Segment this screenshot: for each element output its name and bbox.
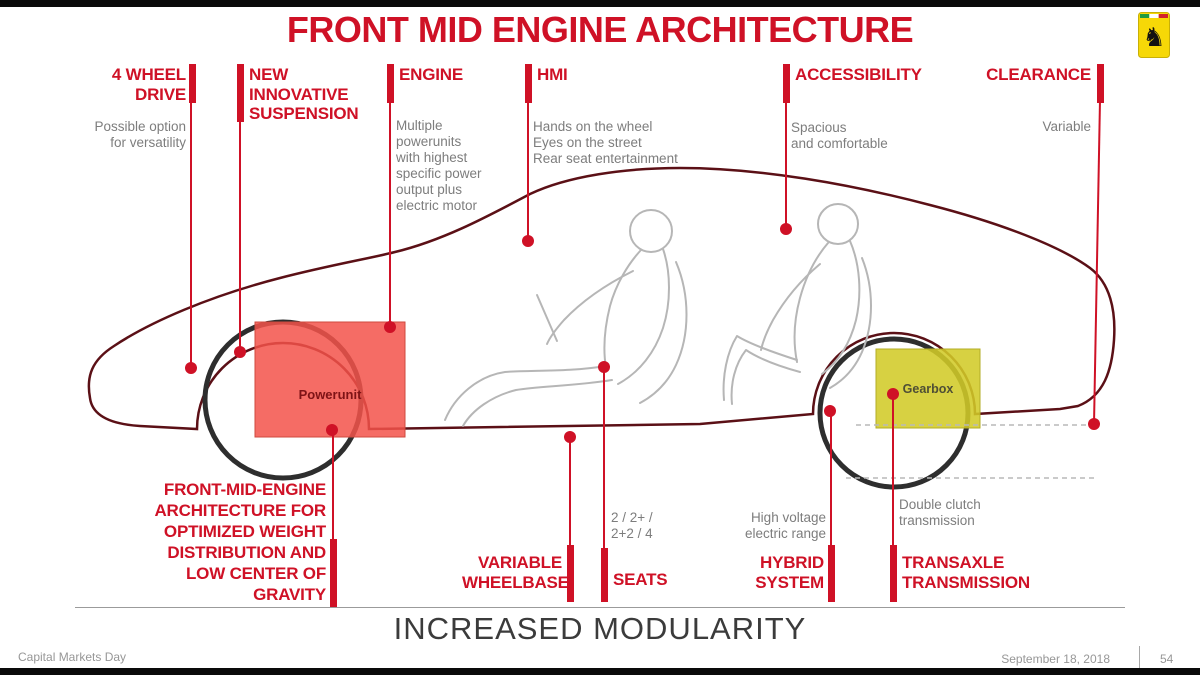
page-title: FRONT MID ENGINE ARCHITECTURE [286,9,914,50]
passenger-figure [722,203,872,405]
driver-leg [444,365,607,421]
driver-head [629,209,673,253]
marker-seats [598,361,610,373]
marker-clearance [1088,418,1100,430]
callout-seats-bar [601,548,608,602]
callout-clearance-desc: Variable [1042,119,1091,134]
callout-transaxle-bar [890,545,897,602]
top-black-bar [0,0,1200,7]
callout-seats-desc: 2 / 2+ / 2+2 / 4 [611,510,653,541]
passenger-head [817,203,859,245]
marker-front-mid [326,424,338,436]
footer-left: Capital Markets Day [18,650,127,664]
footer-date: September 18, 2018 [1001,652,1110,666]
powerunit-label: Powerunit [298,387,362,402]
logo-stripe-red [1158,14,1168,18]
ferrari-logo: ♞ [1138,12,1170,58]
line-clearance [1093,99,1101,425]
driver-leg-2 [462,379,613,427]
callout-transaxle-desc: Double clutch transmission [899,497,981,528]
passenger-leg [722,335,798,401]
passenger-torso-back [821,240,861,375]
prancing-horse-icon: ♞ [1142,22,1165,52]
callout-4wd-desc: Possible option for versatility [94,119,186,150]
callout-seats-label: SEATS [613,570,668,589]
callout-accessibility-bar [783,64,790,103]
passenger-leg-2 [730,349,801,405]
driver-figure [444,209,688,427]
callout-4wd-bar [189,64,196,103]
callout-4wd-label: 4 WHEEL DRIVE [111,65,186,104]
passenger-seat [829,257,872,389]
callout-hybrid-label: HYBRID SYSTEM [755,553,824,592]
callout-hybrid-bar [828,545,835,602]
bottom-black-bar [0,668,1200,675]
callout-engine-desc: Multiple powerunits with highest specifi… [396,118,482,213]
driver-torso-back [617,248,670,385]
callout-accessibility-label: ACCESSIBILITY [795,65,922,84]
callout-hmi-desc: Hands on the wheel Eyes on the street Re… [533,119,678,166]
marker-wheelbase [564,431,576,443]
callout-front-mid-bar [330,539,337,607]
logo-shield [1138,12,1170,58]
marker-suspension [234,346,246,358]
callout-transaxle-label: TRANSAXLE TRANSMISSION [902,553,1030,592]
powerunit-box [254,321,406,438]
callout-front-mid-label: FRONT-MID-ENGINE ARCHITECTURE FOR OPTIMI… [154,480,326,604]
driver-arm [546,270,634,345]
marker-dots [185,223,1100,443]
steering-wheel [536,294,558,342]
logo-stripe-white [1149,14,1159,18]
logo-stripe-green [1140,14,1150,18]
marker-transaxle [887,388,899,400]
marker-hybrid [824,405,836,417]
callout-wheelbase-bar [567,545,574,602]
banner-rule [75,607,1125,608]
callout-engine-label: ENGINE [399,65,463,84]
callout-wheelbase-label: VARIABLE WHEELBASE [462,553,569,592]
callout-engine-bar [387,64,394,103]
footer-page-number: 54 [1160,652,1174,666]
footer-divider [1139,646,1140,670]
callout-suspension-bar [237,64,244,122]
callout-hmi-bar [525,64,532,103]
banner-text: INCREASED MODULARITY [393,611,807,646]
callout-accessibility-desc: Spacious and comfortable [791,120,888,151]
marker-hmi [522,235,534,247]
callout-lines [190,99,1101,550]
driver-seat [639,261,688,404]
gearbox-label: Gearbox [902,382,954,396]
marker-engine [384,321,396,333]
passenger-torso-front [793,242,829,363]
marker-accessibility [780,223,792,235]
callout-suspension-label: NEW INNOVATIVE SUSPENSION [249,65,359,123]
callout-hybrid-desc: High voltage electric range [744,510,826,541]
driver-torso-front [603,249,642,369]
callout-clearance-bar [1097,64,1104,103]
marker-4wd [185,362,197,374]
passenger-arm [760,263,821,351]
callout-clearance-label: CLEARANCE [986,65,1091,84]
callout-hmi-label: HMI [537,65,568,84]
